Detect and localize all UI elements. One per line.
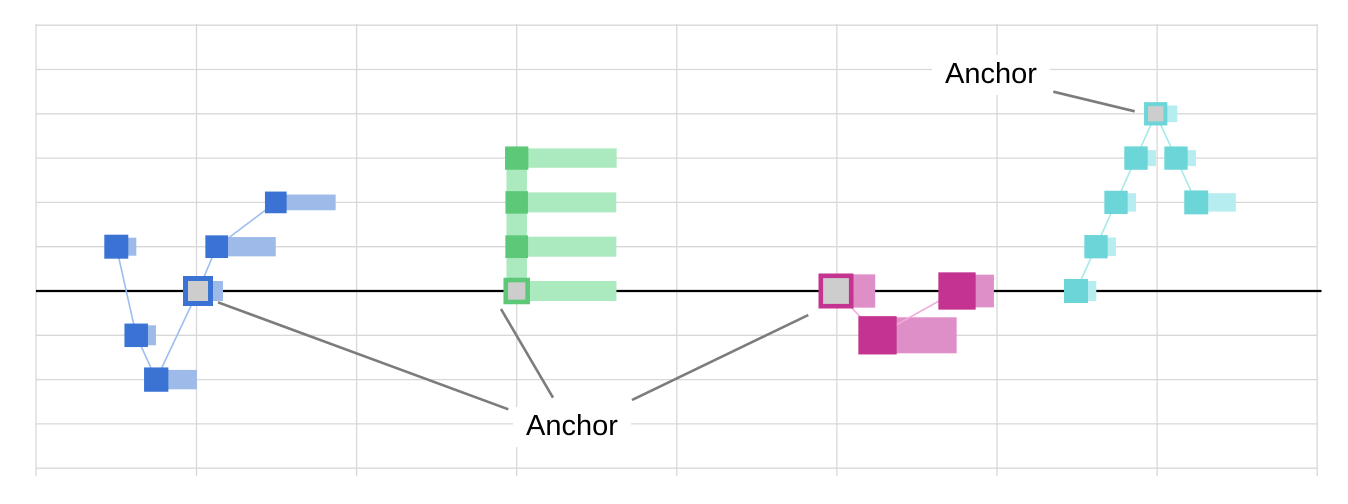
series-node [938,272,976,310]
series-node [505,235,529,259]
node-bar [212,281,223,301]
node-bar [1186,150,1196,167]
anchor-node [503,277,530,305]
node-bar [974,274,994,308]
series-node [1124,146,1148,170]
series-node [1104,190,1128,215]
series-teal [1064,102,1236,303]
node-bar [1126,193,1136,212]
series-node [1084,235,1108,259]
leader-line [631,313,809,402]
node-bar [527,236,617,257]
anchor-node [818,273,854,309]
anchor-label-bottom: Anchor [513,407,631,447]
node-bar [146,325,156,346]
anchor-node [1144,102,1168,126]
series-node [104,234,129,259]
node-bar [528,281,617,301]
node-bar [127,237,137,256]
series-node [505,191,528,214]
series-node [205,235,229,259]
series-connector-column [506,158,527,291]
node-bar [1146,150,1156,167]
anchor-node [183,276,213,306]
node-bar [1166,105,1178,123]
node-bar [1106,237,1116,256]
series-node [124,323,148,348]
series-node [1184,190,1209,215]
node-bar [895,317,957,354]
node-bar [852,274,876,308]
node-bar [285,194,336,211]
node-bar [527,148,617,168]
series-node [505,146,529,170]
leader-line [217,301,509,411]
node-bar [227,237,276,257]
anchor-label-top: Anchor [932,55,1050,95]
node-bar [167,369,197,390]
series-blue [104,191,336,392]
node-bar [1207,193,1236,212]
leader-line [1052,90,1136,113]
series-node [858,316,897,355]
series-node [264,191,287,214]
series-node [144,367,169,392]
series-pink [818,272,994,355]
series-node [1064,279,1088,303]
series-node [1164,146,1188,170]
node-bar [1087,281,1097,301]
leader-line [499,308,555,399]
node-bar [526,192,617,213]
series-green [503,146,617,305]
